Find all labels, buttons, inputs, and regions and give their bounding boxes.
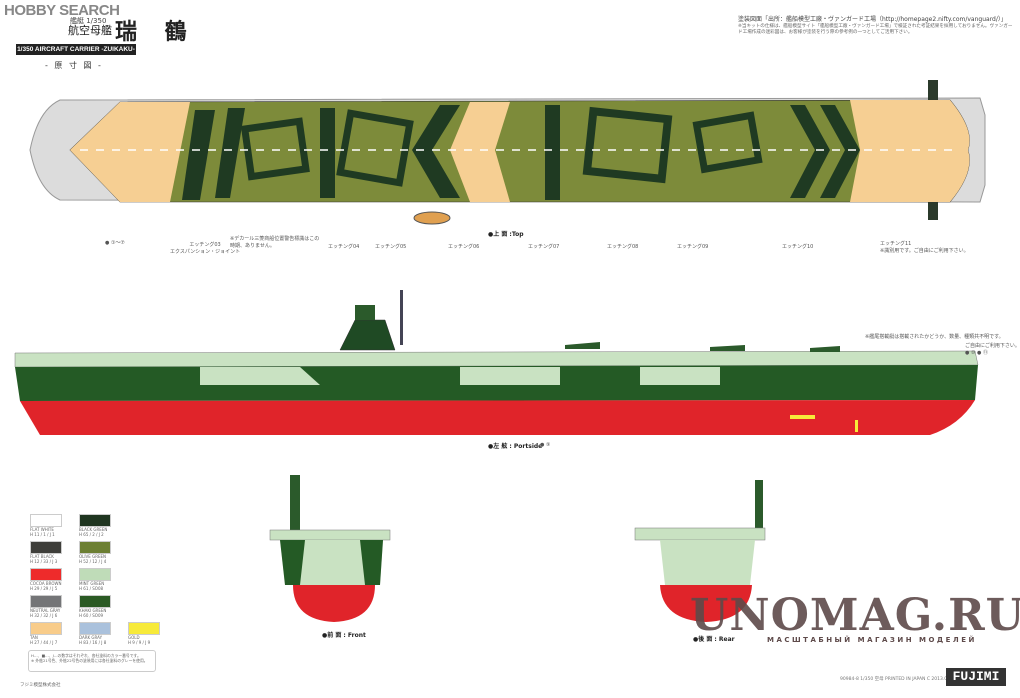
paint-note: H…、■…、J…の数字はそれぞれ、各社塗料のカラー番号です。 ※ 外舷21号色、… [28, 650, 156, 672]
scale-caption: 艦艇 1/350 [70, 17, 107, 25]
watermark: UNOMAG.RU [690, 590, 1020, 641]
side-view-label: ●左 舷 : Portside [488, 443, 543, 450]
camouflage-stripes [182, 105, 860, 200]
rear-view-label: ●後 面 : Rear [693, 636, 735, 643]
callout: ※デカール三菱商船位置警告標識はこの時期、ありません。 [230, 236, 320, 249]
fujimi-logo: FUJIMI [946, 668, 1006, 686]
top-view-label: ●上 面 :Top [488, 231, 524, 238]
stern-tan-area [70, 102, 190, 202]
top-view-drawing [29, 80, 986, 225]
callout: エッチング07 [528, 244, 560, 250]
subtitle: - 原 寸 図 - [45, 61, 103, 70]
source-credit: 塗装図面「出所：艦船模型工廠・ヴァンガード工場（http://homepage2… [738, 16, 1007, 23]
source-note: ※当キットの仕様は、艦船模型サイト「艦船模型工廠・ヴァンガード工場」で検証された… [738, 24, 1013, 35]
callout: エッチング06 [448, 244, 480, 250]
midship-tan-area [450, 102, 510, 202]
side-view-drawing [14, 290, 979, 435]
island [339, 319, 396, 351]
side-note-2: ご自由にご利用下さい。 ● ⑩ ● ⑪ [965, 343, 1020, 356]
callout: エッチング04 [328, 244, 360, 250]
callout: ● ①～⑦ [105, 240, 125, 246]
callout: エッチング05 [375, 244, 407, 250]
callout: エッチング08 [607, 244, 639, 250]
printed-info: 90984-8 1/350 空母 PRINTED IN JAPAN C 2013… [840, 677, 951, 682]
ship-type: 航空母艦 [68, 24, 112, 37]
ship-name: 瑞 鶴 [115, 19, 197, 45]
callout: エッチング10 [782, 244, 814, 250]
hull-red [20, 400, 975, 435]
callout: エッチング03 エクスパンション・ジョイント [170, 242, 241, 255]
title-banner: 1/350 AIRCRAFT CARRIER -ZUIKAKU- [16, 44, 136, 55]
bow-tan-area [850, 100, 970, 202]
marker: ● ⑨ [540, 442, 551, 448]
front-view-label: ●前 面 : Front [322, 632, 366, 639]
side-note: ※艦尾搭載艇は搭載されたかどうか、数量、種類共不明です。 [865, 334, 1004, 340]
callout: エッチング11 ※識別用です。ご自由にご利用下さい。 [880, 241, 969, 254]
company-name: フジミ模型株式会社 [20, 683, 61, 688]
callout: エッチング09 [677, 244, 709, 250]
rear-view-drawing [634, 480, 766, 622]
watermark-subtext: МАСШТАБНЫЙ МАГАЗИН МОДЕЛЕЙ [767, 636, 977, 644]
hobby-search-logo: HOBBY SEARCH [4, 2, 120, 19]
front-view-drawing [269, 475, 391, 622]
boat [413, 211, 451, 225]
